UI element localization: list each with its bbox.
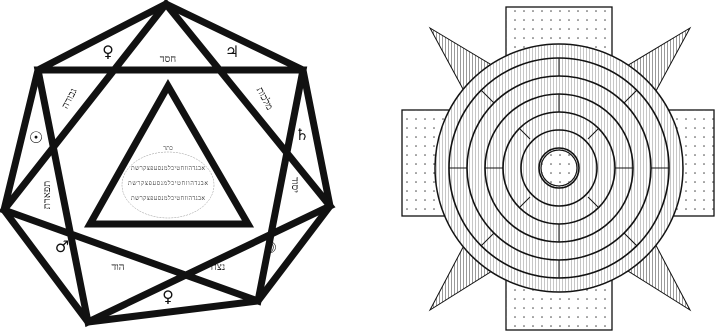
inner-triangle bbox=[90, 86, 248, 224]
saturn-icon: ♄ bbox=[295, 125, 309, 144]
center-letters-row-2: א ב ג ד ה ו ז ח ט י כ ל מ נ ס ע פ צ ק ר … bbox=[128, 180, 208, 187]
mandala-diagram bbox=[402, 7, 714, 330]
venus-bottom-icon: ♀ bbox=[162, 287, 174, 306]
heptagram-diagram: כתר א ב ג ד ה ו ז ח ט י כ ל מ נ ס ע פ צ … bbox=[4, 4, 330, 322]
center-letters-row-1: א ב ג ד ה ו ז ח ט י כ ל מ נ ס ע פ צ ק ר … bbox=[131, 165, 205, 172]
mars-icon: ♂ bbox=[55, 237, 69, 256]
center-letters-row-3: א ב ג ד ה ו ז ח ט י כ ל מ נ ס ע פ צ ק ר … bbox=[131, 195, 205, 202]
center-top-label: כתר bbox=[163, 145, 173, 152]
venus-icon: ♀ bbox=[102, 42, 114, 61]
label-yesod: יסוד bbox=[289, 177, 300, 193]
label-tiferet: תפארת bbox=[42, 181, 53, 209]
jupiter-icon: ♃ bbox=[225, 42, 239, 61]
sun-icon: ☉ bbox=[29, 128, 43, 147]
label-malkhut: מלכות bbox=[254, 85, 276, 112]
label-hod: הוד bbox=[111, 262, 124, 273]
label-chesed: חסד bbox=[160, 54, 176, 65]
moon-icon: ☽ bbox=[263, 238, 277, 257]
label-gevurah: גבורה bbox=[60, 87, 80, 111]
label-netzach: נצח bbox=[211, 262, 225, 273]
